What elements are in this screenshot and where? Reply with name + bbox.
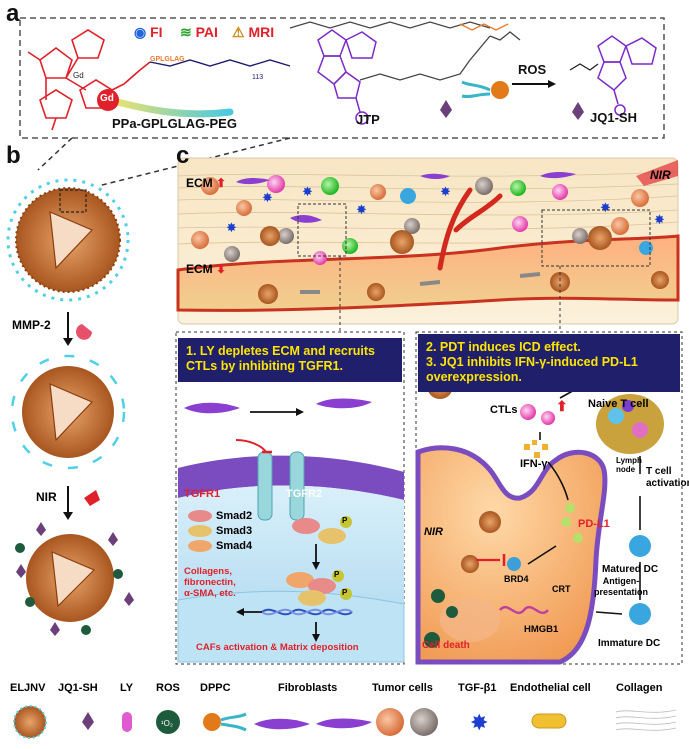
ctls-label: CTLs <box>490 404 518 416</box>
immature-dc-label: Immature DC <box>598 638 661 649</box>
legend-eljnv-icon <box>13 705 47 739</box>
conjugate-name: PPa-GPLGLAG-PEG <box>112 116 237 131</box>
up-arrow-icon: ⬆ <box>216 176 227 190</box>
legend-label-collagen: Collagen <box>616 682 663 694</box>
legend-label-endothelial: Endothelial cell <box>510 682 591 694</box>
legend-fibroblast-icon <box>254 718 372 730</box>
legend-tumor-icon-2 <box>410 708 438 736</box>
legend-label-dppc: DPPC <box>200 682 231 694</box>
panel-label-c: c <box>176 142 190 169</box>
legend-label-eljnv: ELJNV <box>10 682 46 694</box>
svg-text:¹O₂: ¹O₂ <box>161 719 173 728</box>
tgfr1-label: TGFR1 <box>184 488 221 500</box>
peg-subscript: 113 <box>252 74 264 81</box>
nir-label-cell: NIR <box>424 526 443 538</box>
svg-text:✸: ✸ <box>226 221 237 236</box>
matrix-components-label: Collagens, fibronectin, α-SMA, etc. <box>184 566 236 599</box>
panel-label-a: a <box>6 0 20 27</box>
svg-text:✸: ✸ <box>356 203 367 218</box>
phospho-label-1: P <box>342 516 348 525</box>
lymph-node-label: Lymph node <box>616 456 642 474</box>
antigen-presentation-label: Antigen- presentation <box>594 576 649 597</box>
tgfr2-label: TGFR2 <box>286 488 323 500</box>
legend-label-ros: ROS <box>156 682 180 694</box>
nir-label-top: NIR <box>650 168 671 182</box>
svg-text:✸: ✸ <box>302 185 313 200</box>
phospho-label-3: P <box>342 588 348 597</box>
legend-label-tumor-cells: Tumor cells <box>372 682 433 694</box>
ly-mechanism-box: 1. LY depletes ECM and recruits CTLs by … <box>178 338 402 382</box>
hmgb1-label: HMGB1 <box>524 624 559 635</box>
legend: ELJNV JQ1-SH LY ROS DPPC Fibroblasts Tum… <box>0 674 689 749</box>
jq1-sh-structure <box>597 35 657 116</box>
pdt-mechanism-box: 2. PDT induces ICD effect. 3. JQ1 inhibi… <box>418 334 680 392</box>
legend-tgf-icon: ✸ <box>470 711 488 736</box>
gd-label: Gd <box>100 93 114 104</box>
svg-text:✸: ✸ <box>440 185 451 200</box>
cell-death-label: Cell death <box>422 640 470 651</box>
crt-label: CRT <box>552 584 571 594</box>
legend-label-jq1sh: JQ1-SH <box>58 682 98 694</box>
svg-text:Gd: Gd <box>73 71 84 80</box>
nanoparticle-irradiated <box>15 522 134 636</box>
legend-icons: ¹O₂ ✸ <box>13 705 677 739</box>
down-arrow-icon: ⬇ <box>216 262 227 276</box>
legend-label-fibroblasts: Fibroblasts <box>278 682 338 694</box>
lipid-chain <box>289 21 521 81</box>
legend-collagen-icon <box>615 709 677 731</box>
legend-endothelial-icon <box>531 713 567 729</box>
naive-t-label: Naive T cell <box>588 398 649 410</box>
svg-text:✸: ✸ <box>262 191 273 206</box>
smad3-label: Smad3 <box>216 525 253 537</box>
smad2-label: Smad2 <box>216 510 253 522</box>
smad4-label: Smad4 <box>216 540 253 552</box>
tissue-cells <box>191 175 649 265</box>
imaging-mode-pai: ≋ PAI <box>180 24 218 40</box>
pdl1-label: PD-L1 <box>578 518 610 530</box>
nanoparticle-cleaved <box>10 354 126 470</box>
legend-tumor-icon <box>376 708 404 736</box>
cafs-label: CAFs activation & Matrix deposition <box>196 642 359 653</box>
ifn-label: IFN-γ <box>520 458 548 470</box>
legend-ly-icon <box>122 712 132 732</box>
matured-dc-label: Matured DC <box>602 564 659 575</box>
legend-ros-icon <box>156 710 180 734</box>
panel-label-b: b <box>6 142 21 169</box>
legend-dppc-icon <box>203 712 247 732</box>
imaging-mode-fi: ◉ FI <box>134 24 163 40</box>
svg-text:✸: ✸ <box>654 213 665 228</box>
svg-text:✸: ✸ <box>600 201 611 216</box>
legend-label-tgf: TGF-β1 <box>458 682 497 694</box>
phospho-label-2: P <box>334 570 340 579</box>
ecm-up-label: ECM ⬆ <box>186 176 227 190</box>
mmp2-label: MMP-2 <box>12 318 51 332</box>
ecm-down-label: ECM ⬇ <box>186 262 227 276</box>
jq1-text: 3. JQ1 inhibits IFN-γ-induced PD-L1 over… <box>426 355 638 384</box>
nanoparticle-intact <box>6 178 130 302</box>
brd4-label: BRD4 <box>504 574 529 584</box>
porphyrin-structure <box>27 29 151 131</box>
peptide-label: GPLGLAG <box>150 56 185 63</box>
nir-label-b: NIR <box>36 490 57 504</box>
ctl-up-arrow-icon: ⬆ <box>556 398 568 414</box>
imaging-mode-mri: ⚠ MRI <box>232 24 275 40</box>
jtp-name: JTP <box>356 112 380 127</box>
ros-arrow-label: ROS <box>518 62 547 77</box>
pdt-text: 2. PDT induces ICD effect. <box>426 340 581 354</box>
legend-label-ly: LY <box>120 682 134 694</box>
legend-jq1sh-icon <box>82 712 94 730</box>
jtp-structure <box>317 29 377 125</box>
product-name: JQ1-SH <box>590 110 637 125</box>
t-activation-label: T cell activation <box>646 466 689 489</box>
